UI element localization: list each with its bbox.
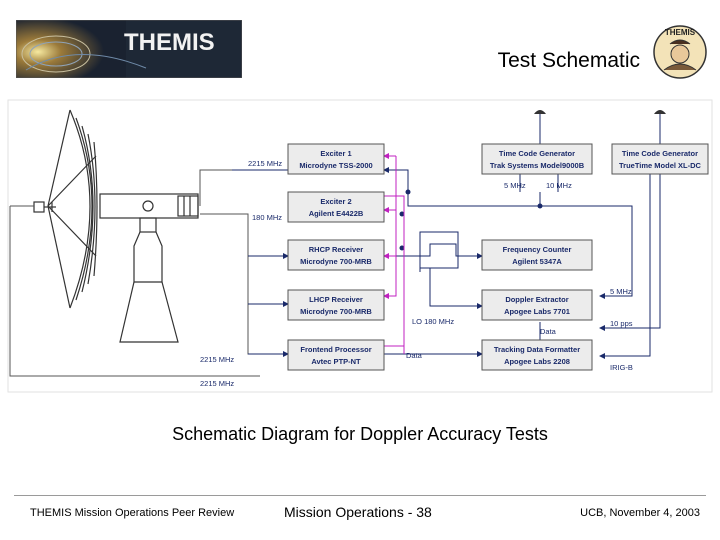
label-5mhz: 5 MHz [504, 181, 526, 190]
junction-dot [399, 245, 405, 251]
box-lhcp-receiver: LHCP Receiver Microdyne 700-MRB [287, 289, 385, 321]
label-data: Data [406, 351, 423, 360]
svg-text:Trak Systems Model9000B: Trak Systems Model9000B [490, 161, 585, 170]
svg-text:Avtec PTP-NT: Avtec PTP-NT [311, 357, 361, 366]
box-tracking-data-formatter: Tracking Data Formatter Apogee Labs 2208 [481, 339, 593, 371]
navy-signal-lines [232, 110, 661, 359]
box-exciter2: Exciter 2 Agilent E4422B [287, 191, 385, 223]
label-data: Data [540, 327, 557, 336]
gps-antenna-icon [534, 110, 546, 114]
label-10mhz: 10 MHz [546, 181, 572, 190]
doppler-test-schematic: Exciter 1 Microdyne TSS-2000 Exciter 2 A… [7, 99, 713, 393]
antenna-dish [33, 109, 98, 309]
footer-page-label: Mission Operations - 38 [284, 504, 432, 520]
box-exciter1: Exciter 1 Microdyne TSS-2000 [287, 143, 385, 175]
label-2215mhz: 2215 MHz [200, 379, 234, 388]
footer-left-text: THEMIS Mission Operations Peer Review [30, 507, 235, 519]
junction-dot [405, 189, 411, 195]
label-2215mhz: 2215 MHz [248, 159, 282, 168]
antenna-mount [99, 193, 199, 343]
box-time-code-generator-1: Time Code Generator Trak Systems Model90… [481, 143, 593, 175]
svg-text:Microdyne 700-MRB: Microdyne 700-MRB [300, 257, 372, 266]
svg-text:Frontend Processor: Frontend Processor [300, 345, 371, 354]
footer-date: UCB, November 4, 2003 [580, 507, 700, 519]
svg-text:Microdyne 700-MRB: Microdyne 700-MRB [300, 307, 372, 316]
svg-text:Tracking Data Formatter: Tracking Data Formatter [494, 345, 580, 354]
label-10pps: 10 pps [610, 319, 633, 328]
gps-antenna-icon [654, 110, 666, 114]
diagram-caption: Schematic Diagram for Doppler Accuracy T… [172, 424, 548, 444]
box-frequency-counter: Frequency Counter Agilent 5347A [481, 239, 593, 271]
box-frontend-processor: Frontend Processor Avtec PTP-NT [287, 339, 385, 371]
svg-text:Agilent E4422B: Agilent E4422B [309, 209, 364, 218]
svg-text:Exciter 1: Exciter 1 [320, 149, 351, 158]
junction-dot [399, 211, 405, 217]
themis-mascot-icon: THEMIS [653, 25, 707, 79]
svg-text:Time Code Generator: Time Code Generator [622, 149, 698, 158]
svg-text:Apogee Labs 2208: Apogee Labs 2208 [504, 357, 570, 366]
box-rhcp-receiver: RHCP Receiver Microdyne 700-MRB [287, 239, 385, 271]
mascot-text: THEMIS [665, 28, 696, 37]
svg-text:TrueTime Model XL-DC: TrueTime Model XL-DC [619, 161, 702, 170]
label-180mhz: 180 MHz [252, 213, 282, 222]
label-5mhz: 5 MHz [610, 287, 632, 296]
box-time-code-generator-2: Time Code Generator TrueTime Model XL-DC [611, 143, 709, 175]
svg-text:Apogee Labs 7701: Apogee Labs 7701 [504, 307, 570, 316]
label-lo-180mhz: LO 180 MHz [412, 317, 454, 326]
svg-text:Microdyne TSS-2000: Microdyne TSS-2000 [299, 161, 372, 170]
svg-text:Doppler Extractor: Doppler Extractor [505, 295, 568, 304]
junction-dot [537, 203, 543, 209]
svg-text:Agilent 5347A: Agilent 5347A [512, 257, 562, 266]
label-irig-b: IRIG-B [610, 363, 633, 372]
slide-title: Test Schematic [497, 49, 640, 72]
svg-text:RHCP Receiver: RHCP Receiver [309, 245, 364, 254]
magenta-signal-lines [383, 153, 405, 354]
themis-banner-logo: THEMIS [16, 20, 242, 78]
svg-text:LHCP Receiver: LHCP Receiver [309, 295, 363, 304]
footer-divider [14, 495, 706, 496]
svg-text:Time Code Generator: Time Code Generator [499, 149, 575, 158]
feed-wires [9, 169, 288, 377]
svg-text:Exciter 2: Exciter 2 [320, 197, 351, 206]
label-2215mhz: 2215 MHz [200, 355, 234, 364]
box-doppler-extractor: Doppler Extractor Apogee Labs 7701 [481, 289, 593, 321]
logo-text: THEMIS [124, 29, 215, 56]
svg-text:Frequency Counter: Frequency Counter [503, 245, 572, 254]
